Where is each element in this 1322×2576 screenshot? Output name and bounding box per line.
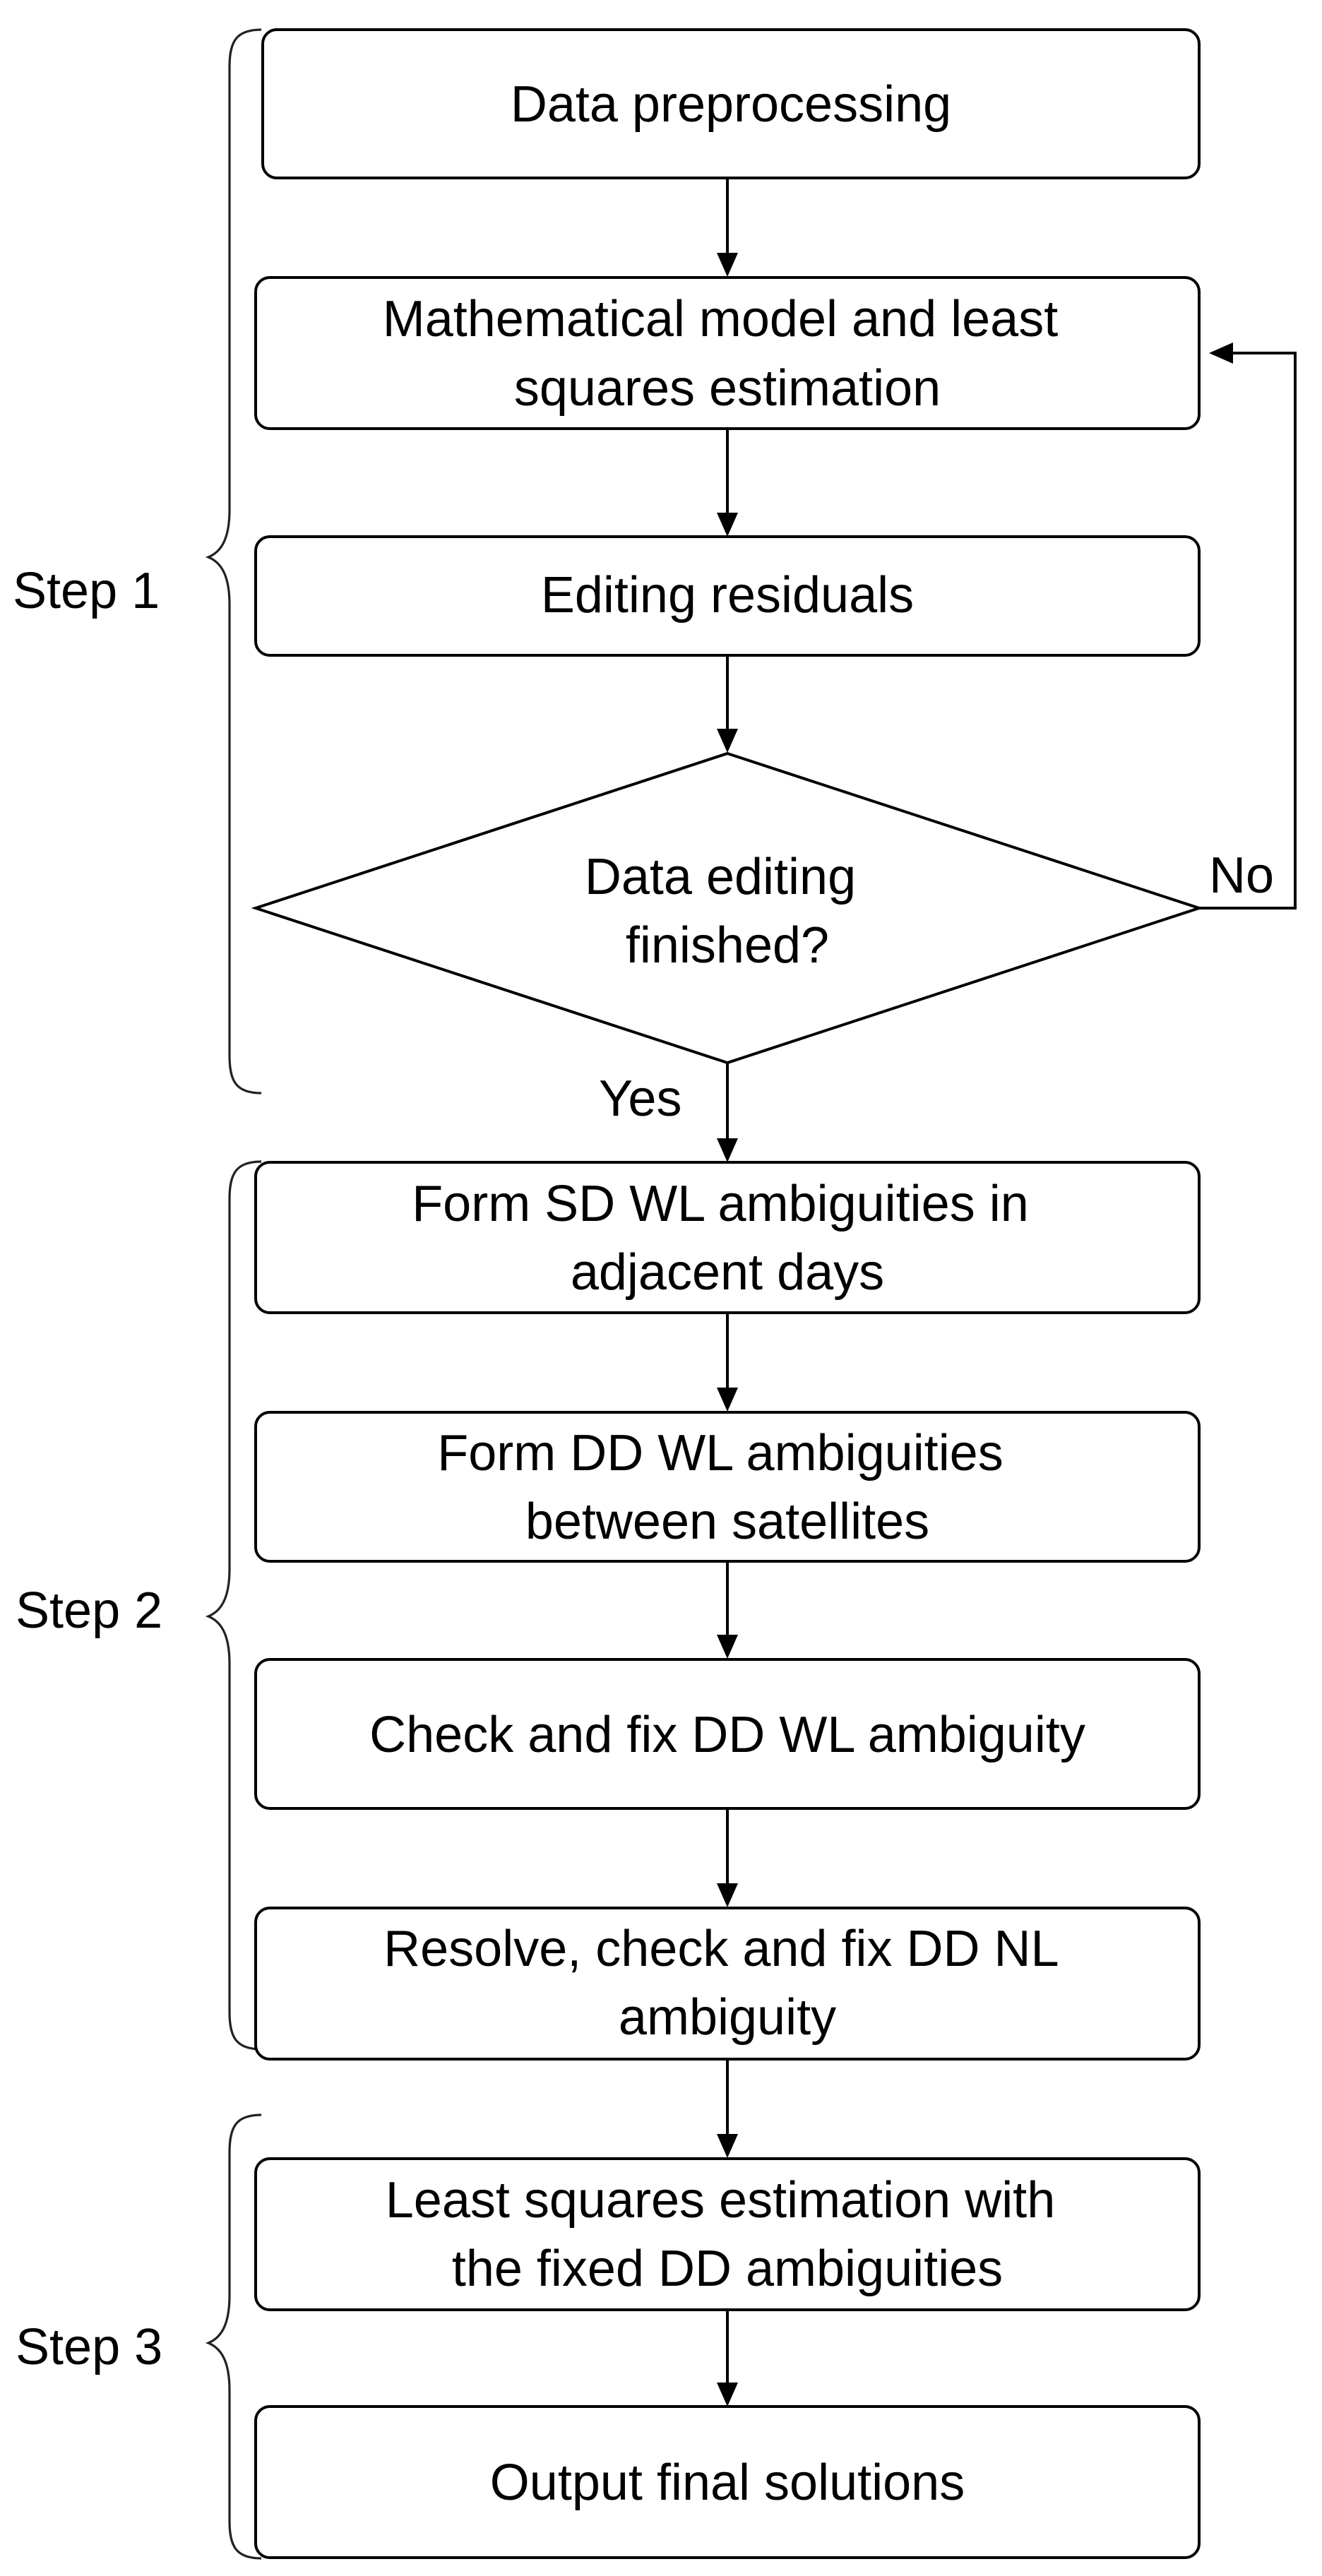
arrowhead-1	[717, 253, 738, 277]
arrowhead-3	[717, 729, 738, 753]
form-sd-text: Form SD WL ambiguities in adjacent days	[412, 1176, 1043, 1301]
arrowhead-6	[717, 1635, 738, 1659]
no-loop-connector	[1199, 352, 1297, 910]
resolve-nl-box	[254, 1907, 1201, 2061]
editing-residuals-text: Editing residuals	[541, 567, 914, 624]
decision-text: Data editing finished?	[585, 849, 870, 974]
connectors	[717, 178, 738, 2407]
output-final-box	[254, 2405, 1201, 2559]
step3-label: Step 3	[16, 2319, 162, 2375]
step3-brace	[205, 2113, 262, 2560]
output-final-text: Output final solutions	[490, 2455, 965, 2511]
arrowhead-8	[717, 2134, 738, 2158]
no-label: No	[1209, 847, 1274, 904]
math-model-text: Mathematical model and least squares est…	[383, 291, 1073, 417]
check-fix-wl-text: Check and fix DD WL ambiguity	[369, 1707, 1085, 1763]
check-fix-wl-box	[254, 1658, 1201, 1810]
editing-residuals-box	[254, 535, 1201, 657]
arrowhead-7	[717, 1883, 738, 1907]
yes-label: Yes	[599, 1071, 681, 1127]
arrowhead-4	[717, 1138, 738, 1162]
data-preprocessing-box	[261, 28, 1201, 179]
step1-label: Step 1	[13, 563, 160, 619]
arrowhead-2	[717, 513, 738, 537]
math-model-box	[254, 276, 1201, 430]
arrowhead-9	[717, 2383, 738, 2407]
arrowhead-5	[717, 1388, 738, 1412]
step2-label: Step 2	[16, 1582, 162, 1639]
step2-brace	[205, 1160, 262, 2051]
data-preprocessing-text: Data preprocessing	[511, 76, 951, 133]
form-sd-box	[254, 1161, 1201, 1314]
form-dd-text: Form DD WL ambiguities between satellite…	[437, 1425, 1018, 1550]
resolve-nl-text: Resolve, check and fix DD NL ambiguity	[383, 1921, 1071, 2046]
least-squares-fixed-box	[254, 2157, 1201, 2311]
decision-diamond	[251, 751, 1204, 1065]
step1-brace	[205, 28, 262, 1095]
form-dd-box	[254, 1411, 1201, 1563]
no-loop-arrowhead	[1209, 342, 1233, 364]
least-squares-fixed-text: Least squares estimation with the fixed …	[386, 2172, 1070, 2297]
